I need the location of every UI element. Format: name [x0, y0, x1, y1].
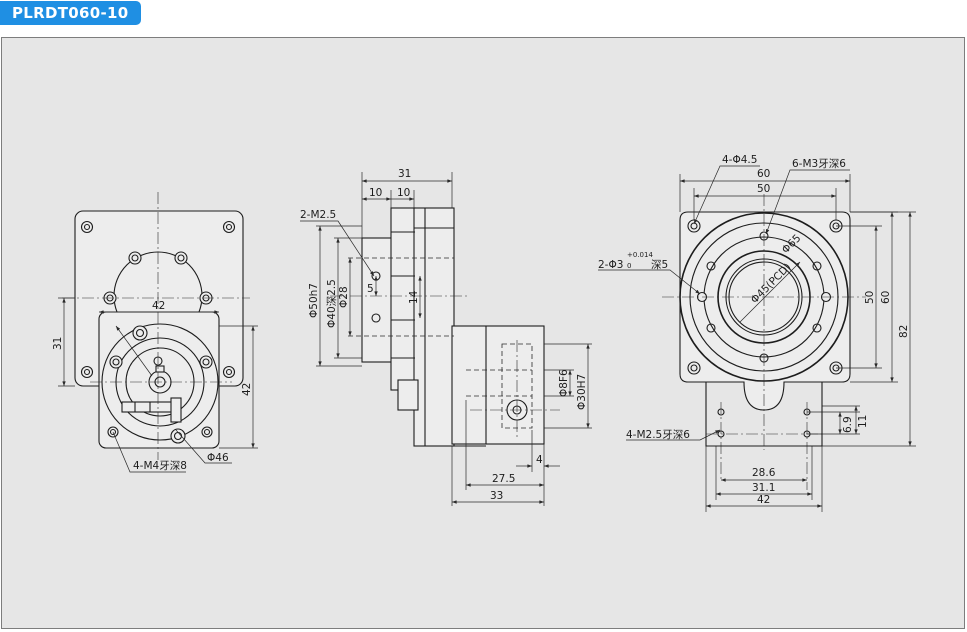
right-note-m3: 6-M3牙深6 [792, 158, 846, 170]
right-dim-82: 82 [898, 325, 910, 338]
right-pin-tol-upper: +0.014 [627, 251, 653, 259]
mid-dim-33: 33 [490, 490, 503, 502]
mid-dia-40: Φ40深2.5 [326, 279, 338, 328]
right-dim-50-top: 50 [757, 183, 770, 195]
left-view: 31 42 42 4-M4牙深8 Φ46 [52, 192, 258, 473]
mid-dim-31: 31 [398, 168, 411, 180]
mid-dim-275: 27.5 [492, 473, 515, 485]
left-note-m4: 4-M4牙深8 [133, 460, 187, 472]
right-view: 60 50 4-Φ4.5 6-M3牙深6 2-Φ3 +0.014 0 深5 Φ6… [598, 154, 916, 512]
mid-dia-50h7: Φ50h7 [308, 283, 320, 318]
left-dim-42-v: 42 [241, 383, 253, 396]
mid-dia-30h7: Φ30H7 [576, 374, 588, 410]
mid-dim-4: 4 [536, 454, 543, 466]
left-note-d46: Φ46 [207, 452, 229, 464]
right-dim-286: 28.6 [752, 467, 776, 479]
model-badge: PLRDT060-10 [0, 1, 141, 25]
right-dim-60-side: 60 [880, 291, 892, 304]
mid-dim-10b: 10 [397, 187, 410, 199]
mid-dia-28: Φ28 [338, 286, 350, 308]
right-note-m25: 4-M2.5牙深6 [626, 429, 690, 441]
mid-dia-8f6: Φ8F6 [558, 369, 570, 397]
right-pin-depth: 深5 [651, 259, 668, 271]
right-note-holes: 4-Φ4.5 [722, 154, 757, 166]
right-dim-42: 42 [757, 494, 770, 506]
right-note-pin: 2-Φ3 [598, 259, 623, 271]
right-dim-311: 31.1 [752, 482, 775, 494]
right-dim-69: 6.9 [842, 416, 854, 433]
right-dim-60-top: 60 [757, 168, 770, 180]
mid-dim-10a: 10 [369, 187, 382, 199]
left-dim-42-h: 42 [152, 300, 165, 312]
mid-dim-14: 14 [408, 290, 420, 304]
right-pin-tol-lower: 0 [627, 262, 631, 270]
mid-dim-5: 5 [367, 283, 374, 295]
mid-note-m25: 2-M2.5 [300, 209, 336, 221]
right-dim-11: 11 [857, 415, 869, 428]
right-dim-50-side: 50 [864, 291, 876, 304]
middle-view: 31 10 10 Φ50h7 Φ40深2.5 Φ28 5 14 2-M2.5 Φ… [300, 168, 592, 506]
left-dim-31: 31 [52, 337, 64, 350]
